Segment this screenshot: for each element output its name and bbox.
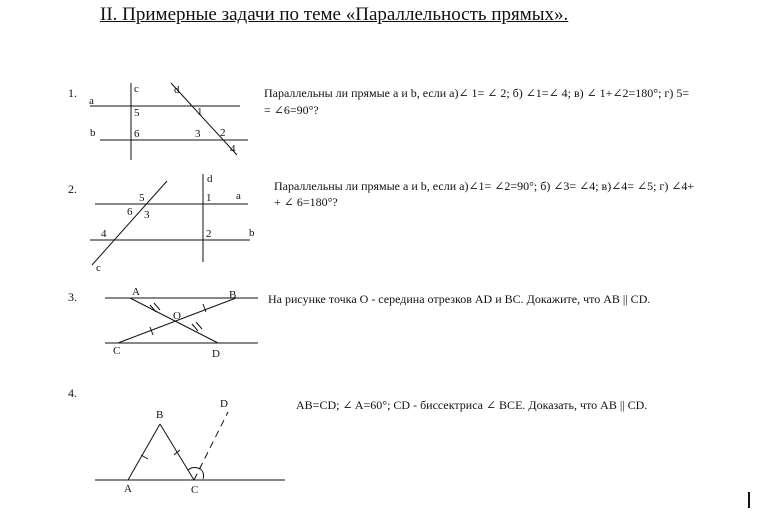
fig3-tick [149, 326, 154, 336]
fig4-label-D: D [220, 398, 228, 410]
fig3-tick [195, 321, 203, 330]
fig4-tick [140, 454, 149, 460]
fig3-tick [202, 303, 207, 313]
fig4-angle-arc [187, 466, 201, 471]
problem-2-line-2: + ∠ 6=180°? [274, 195, 338, 209]
fig4-segment-ab [127, 423, 161, 481]
problem-4-number: 4. [68, 386, 77, 400]
fig3-label-A: A [132, 286, 140, 298]
fig1-label-c: c [134, 83, 139, 95]
fig3-label-C: C [113, 345, 120, 357]
fig2-label-c: c [96, 262, 101, 274]
fig2-label-4: 4 [101, 228, 107, 240]
problem-2-number: 2. [68, 182, 77, 196]
figure-4 [95, 411, 285, 481]
problem-1-line-1: Параллельны ли прямые а и b, если а)∠ 1=… [264, 86, 690, 100]
fig2-label-6: 6 [127, 206, 133, 218]
fig1-label-a: a [89, 95, 94, 107]
fig3-label-D: D [212, 348, 220, 360]
figure-3 [105, 297, 258, 344]
fig3-label-O: O [173, 310, 181, 322]
fig3-tick [149, 304, 157, 313]
fig3-segment-bc [117, 297, 237, 344]
fig3-tick [153, 302, 161, 311]
fig1-label-2: 2 [220, 127, 226, 139]
problem-3-number: 3. [68, 290, 77, 304]
fig2-label-3: 3 [144, 209, 150, 221]
fig2-label-2: 2 [206, 228, 212, 240]
page-title: II. Примерные задачи по теме «Параллельн… [100, 4, 569, 25]
fig4-label-A: A [124, 483, 132, 495]
problem-1-line-2: = ∠6=90°? [264, 103, 319, 117]
fig4-label-C: C [191, 484, 198, 496]
fig1-label-b: b [90, 127, 96, 139]
fig1-label-6: 6 [134, 128, 140, 140]
problem-4-text: AB=CD; ∠ A=60°; CD - биссектриса ∠ BCE. … [296, 398, 648, 412]
fig1-label-5: 5 [134, 107, 140, 119]
fig4-angle-arc [198, 467, 205, 480]
fig2-label-5: 5 [139, 192, 145, 204]
problem-2-line-1: Параллельны ли прямые а и b, если а)∠1= … [274, 179, 695, 193]
fig3-tick [191, 323, 199, 332]
problem-1-number: 1. [68, 86, 77, 100]
fig4-tick [173, 449, 181, 456]
fig2-line-c [91, 180, 168, 266]
figure-1 [90, 82, 248, 160]
fig4-segment-cd-dashed [193, 411, 229, 481]
fig3-label-B: B [229, 289, 236, 301]
fig4-label-B: B [156, 409, 163, 421]
problem-3-text: На рисунке точка О - середина отрезков A… [268, 292, 651, 306]
fig2-label-a: a [236, 190, 241, 202]
fig3-segment-ad [129, 297, 219, 344]
figure-2 [90, 174, 250, 266]
fig2-label-d: d [207, 173, 213, 185]
problem-2-text: Параллельны ли прямые а и b, если а)∠1= … [274, 179, 769, 209]
text-cursor [748, 492, 750, 508]
fig1-label-d: d [174, 84, 180, 96]
problem-1-text: Параллельны ли прямые а и b, если а)∠ 1=… [264, 86, 769, 117]
fig1-label-4: 4 [230, 143, 236, 155]
fig2-label-b: b [249, 227, 255, 239]
fig1-label-1: 1 [197, 106, 203, 118]
fig1-label-3: 3 [195, 128, 201, 140]
fig1-line-d [170, 82, 238, 156]
fig2-label-1: 1 [206, 192, 212, 204]
